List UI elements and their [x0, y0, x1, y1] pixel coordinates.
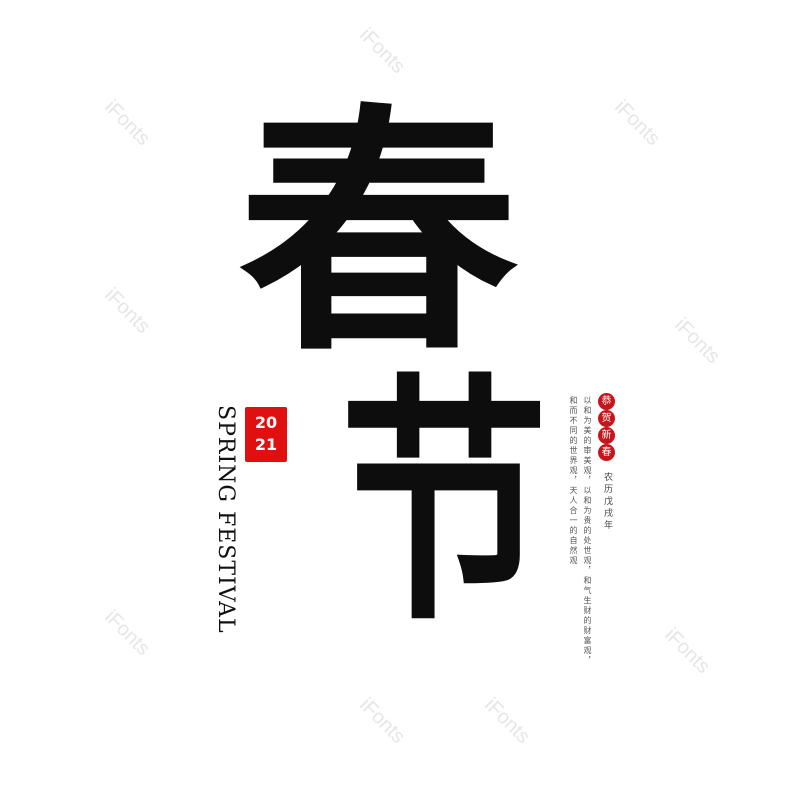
watermark: iFonts	[100, 605, 155, 661]
watermark: iFonts	[355, 23, 410, 79]
watermark: iFonts	[100, 95, 155, 151]
greeting-seal: 新	[598, 427, 615, 444]
poem-column: 以和为美的审美观，以和为贵的处世观，和气生财的财富观，	[583, 396, 592, 666]
greeting-seals: 恭 贺 新 春	[598, 393, 615, 461]
year-seal: 20 21	[245, 407, 287, 462]
english-title: SPRING FESTIVAL	[213, 405, 238, 634]
year-seal-line2: 21	[254, 435, 278, 454]
year-seal-line1: 20	[254, 413, 278, 432]
greeting-seal: 贺	[598, 410, 615, 427]
watermark: iFonts	[670, 313, 725, 369]
greeting-seal: 春	[598, 444, 615, 461]
calligraphy-char-chun: 春	[238, 81, 519, 386]
watermark: iFonts	[610, 95, 665, 151]
calligraphy-char-jie: 节	[340, 351, 548, 656]
watermark: iFonts	[100, 283, 155, 339]
watermark: iFonts	[660, 623, 715, 679]
greeting-seal: 恭	[598, 393, 615, 410]
poem-column: 和而不同的世界观，天人合一的自然观	[569, 396, 578, 566]
lunar-year: 农历戊戌年	[602, 472, 612, 532]
watermark: iFonts	[480, 693, 535, 749]
watermark: iFonts	[355, 693, 410, 749]
